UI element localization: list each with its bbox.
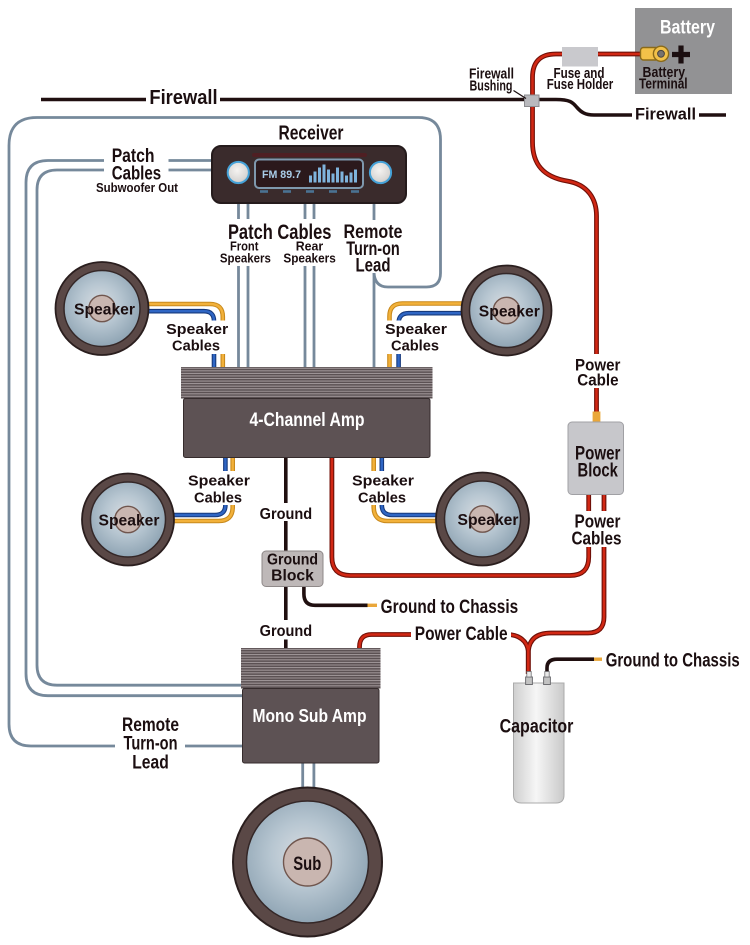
svg-text:Speakers: Speakers (220, 252, 271, 266)
svg-text:Patch Cables: Patch Cables (228, 221, 332, 244)
svg-text:FM 89.7: FM 89.7 (262, 169, 301, 181)
svg-text:Speaker: Speaker (352, 474, 414, 490)
svg-text:Battery: Battery (643, 64, 686, 81)
svg-text:Lead: Lead (132, 753, 169, 774)
svg-text:Speaker: Speaker (188, 474, 250, 490)
svg-text:Patch: Patch (112, 146, 155, 167)
svg-text:Cables: Cables (571, 529, 621, 549)
svg-text:Power: Power (575, 355, 621, 374)
svg-text:Fuse Holder: Fuse Holder (547, 77, 614, 93)
svg-text:Turn-on: Turn-on (124, 734, 178, 755)
svg-text:Turn-on: Turn-on (346, 239, 400, 260)
svg-text:Ground to Chassis: Ground to Chassis (381, 596, 519, 618)
svg-text:Speaker: Speaker (74, 302, 135, 319)
svg-text:Block: Block (578, 460, 619, 481)
svg-text:Power: Power (575, 512, 621, 532)
svg-text:Cables: Cables (358, 490, 406, 506)
svg-text:Front: Front (230, 240, 259, 254)
svg-text:Speaker: Speaker (99, 513, 160, 530)
svg-text:Power Cable: Power Cable (415, 624, 508, 645)
svg-text:Receiver: Receiver (279, 123, 344, 145)
svg-text:Firewall: Firewall (149, 87, 217, 109)
svg-text:Speaker: Speaker (458, 512, 519, 529)
svg-text:Firewall: Firewall (469, 67, 514, 83)
svg-text:Lead: Lead (356, 256, 391, 277)
svg-text:Block: Block (271, 567, 314, 584)
svg-text:Capacitor: Capacitor (500, 717, 574, 738)
svg-text:Battery: Battery (660, 18, 715, 39)
svg-text:Bushing: Bushing (470, 79, 513, 95)
svg-text:Firewall: Firewall (635, 105, 696, 124)
svg-text:Ground: Ground (260, 506, 313, 523)
svg-text:Cables: Cables (194, 490, 242, 506)
svg-text:Rear: Rear (296, 240, 324, 254)
svg-text:Cables: Cables (112, 163, 161, 184)
svg-text:Remote: Remote (344, 222, 403, 243)
svg-text:Cable: Cable (577, 370, 618, 389)
svg-text:Speaker: Speaker (166, 322, 228, 338)
svg-text:Sub: Sub (293, 853, 321, 875)
svg-text:Subwoofer Out: Subwoofer Out (96, 180, 179, 195)
svg-text:Mono Sub Amp: Mono Sub Amp (253, 705, 367, 726)
svg-text:Fuse and: Fuse and (554, 66, 605, 82)
svg-text:Terminal: Terminal (639, 75, 688, 92)
svg-text:Cables: Cables (391, 339, 439, 355)
svg-text:Speaker: Speaker (479, 304, 540, 321)
svg-text:Cables: Cables (172, 339, 220, 355)
svg-text:Ground: Ground (260, 623, 313, 640)
svg-text:Ground to Chassis: Ground to Chassis (606, 649, 740, 671)
svg-text:Speakers: Speakers (283, 252, 336, 266)
svg-text:4-Channel Amp: 4-Channel Amp (250, 410, 365, 431)
svg-text:Ground: Ground (267, 552, 318, 569)
svg-text:Power: Power (575, 444, 621, 465)
svg-text:Remote: Remote (122, 715, 179, 736)
svg-text:Speaker: Speaker (385, 322, 447, 338)
